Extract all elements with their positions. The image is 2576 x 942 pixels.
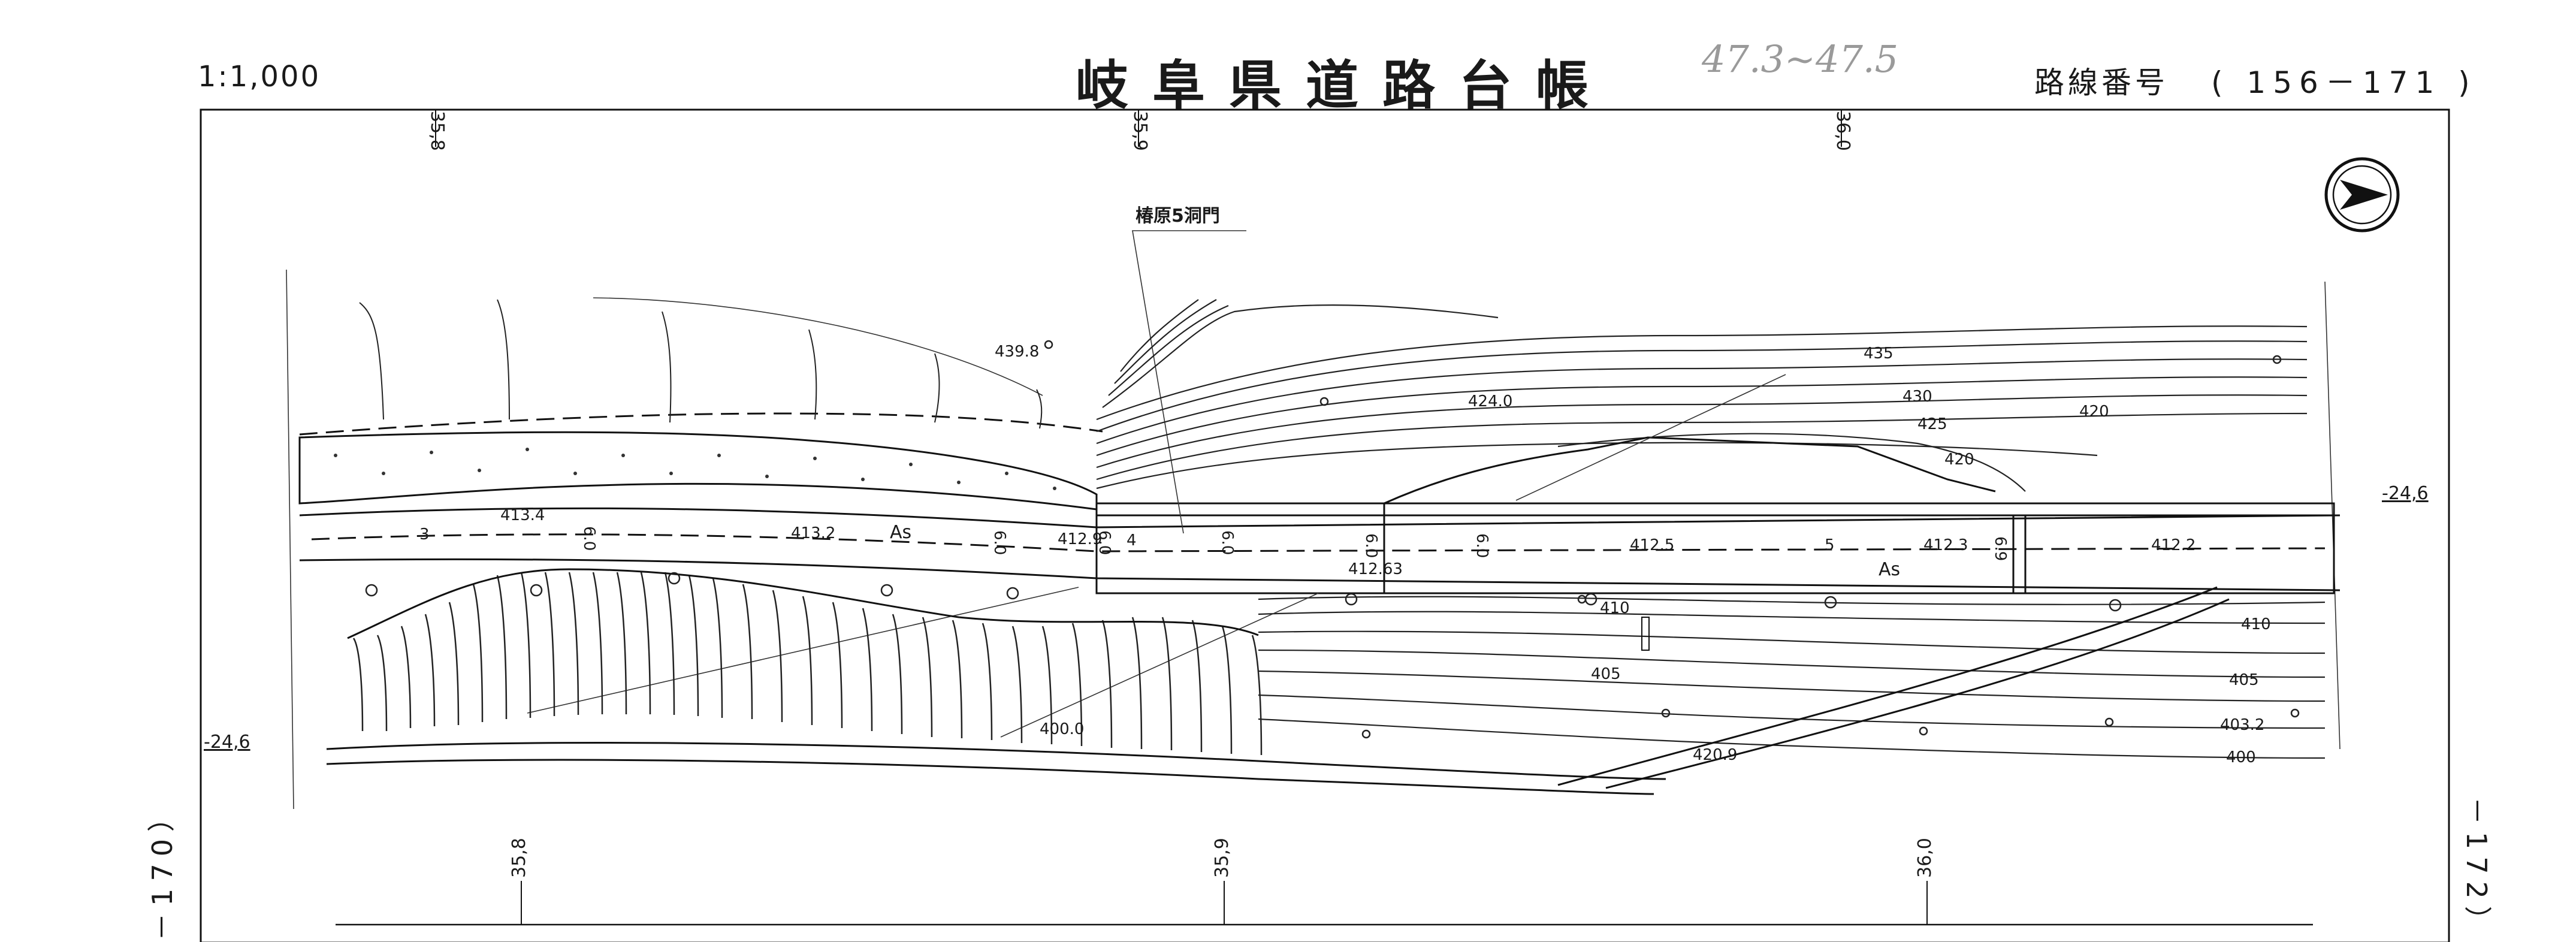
contour-label: 400 [2226,748,2256,766]
route-number-value: ( 156－171 ) [2211,65,2477,100]
spot-height: 403.2 [2220,716,2264,734]
lower-road-edge [326,742,1666,780]
grid-label-left: -24,6 [204,732,250,753]
road-width: 6.9 [1991,536,2009,561]
slope-hatch-marks [359,299,1043,429]
cliff-hatching [352,572,1263,756]
road-width: 6.0 [1362,533,1380,558]
grid-label-bottom-3: 36,0 [1914,838,1935,878]
spot-height: 413.4 [500,506,545,524]
road-width: 6.0 [1473,533,1491,558]
page-title: 岐阜県道路台帳 [1076,55,1613,116]
spot-height: 412.3 [1923,536,1968,554]
branch-road-1 [1557,586,2218,786]
cut-slope-upper [1384,436,1996,505]
grid-label-top-1: 35,8 [427,111,448,151]
ridge-line [593,297,1043,396]
road-edge-lower [299,558,2341,591]
contour-label: 405 [2229,671,2259,689]
road-width: 4 [1127,532,1137,550]
grid-ticks-bottom [521,881,1928,925]
surface-type: As [890,522,911,543]
contour-label: 420 [2079,403,2109,421]
spot-height: 400.0 [1040,720,1084,738]
grid-label-bottom-2: 35,9 [1212,838,1233,878]
contour-label: 410 [2241,615,2271,633]
road-width: 6.0 [990,530,1008,555]
spot-height: 439.8 [995,343,1039,361]
diagonal-survey-line-1 [527,587,1079,714]
spot-height: 413.2 [791,524,835,542]
spot-height: 412.63 [1348,560,1403,578]
lower-road-edge-2 [326,759,1654,795]
rock-shed [1095,502,2335,594]
grid-label-top-2: 35,9 [1130,111,1150,151]
branch-road-2 [1605,598,2230,789]
structure-label: 椿原5洞門 [1136,206,1220,227]
adjacent-sheet-right: －172） [2460,797,2493,941]
road-width: 5 [1825,536,1835,554]
route-number-label: 路線番号 [2034,65,2169,100]
grid-label-bottom-1: 35,8 [509,838,530,878]
surface-type: As [1879,559,1900,580]
map-scale: 1:1,000 [198,60,321,93]
contour-label: 405 [1591,665,1621,683]
map-frame [200,108,2450,942]
road-width: 6.0 [1218,530,1236,555]
section-stamp: 47.3~47.5 [1702,37,1899,81]
spot-height: 420.9 [1693,746,1737,764]
contour-label: 430 [1902,388,1932,406]
embankment-dots [334,448,1056,490]
road-width: 3 [419,526,430,544]
contour-label: 425 [1917,415,1947,433]
survey-limit-left [286,269,294,810]
diagonal-survey-line-2 [1000,593,1319,738]
contour-label: 410 [1600,599,1630,617]
spot-height: 412.5 [1630,536,1674,554]
road-centerline [311,533,2326,552]
map-symbols [365,340,2300,739]
slope-top-dashed [299,412,1103,436]
spot-height: 412.9 [1058,530,1102,548]
north-arrow-icon [2324,157,2400,233]
grid-ticks-top [435,110,1842,147]
road-width: 6.0 [1095,530,1113,555]
grid-label-right: -24,6 [2382,483,2429,504]
map-post [1641,617,1650,651]
road-edge-upper [299,507,2341,529]
diagonal-survey-line-3 [1515,374,1786,501]
contour-label: 435 [1864,345,1894,363]
structure-leader-line [1132,230,1246,534]
grid-label-top-3: 36,0 [1832,111,1853,151]
contour-lines-lower [1258,596,2326,759]
embankment-band [298,431,1098,511]
contour-label: 420 [1944,451,1974,469]
contour-lines-upper [1096,299,2308,492]
spot-height: 412.2 [2151,536,2196,554]
road-width: 6.0 [580,526,598,551]
spot-height: 424.0 [1468,393,1512,410]
cliff-top-line [347,568,1259,639]
